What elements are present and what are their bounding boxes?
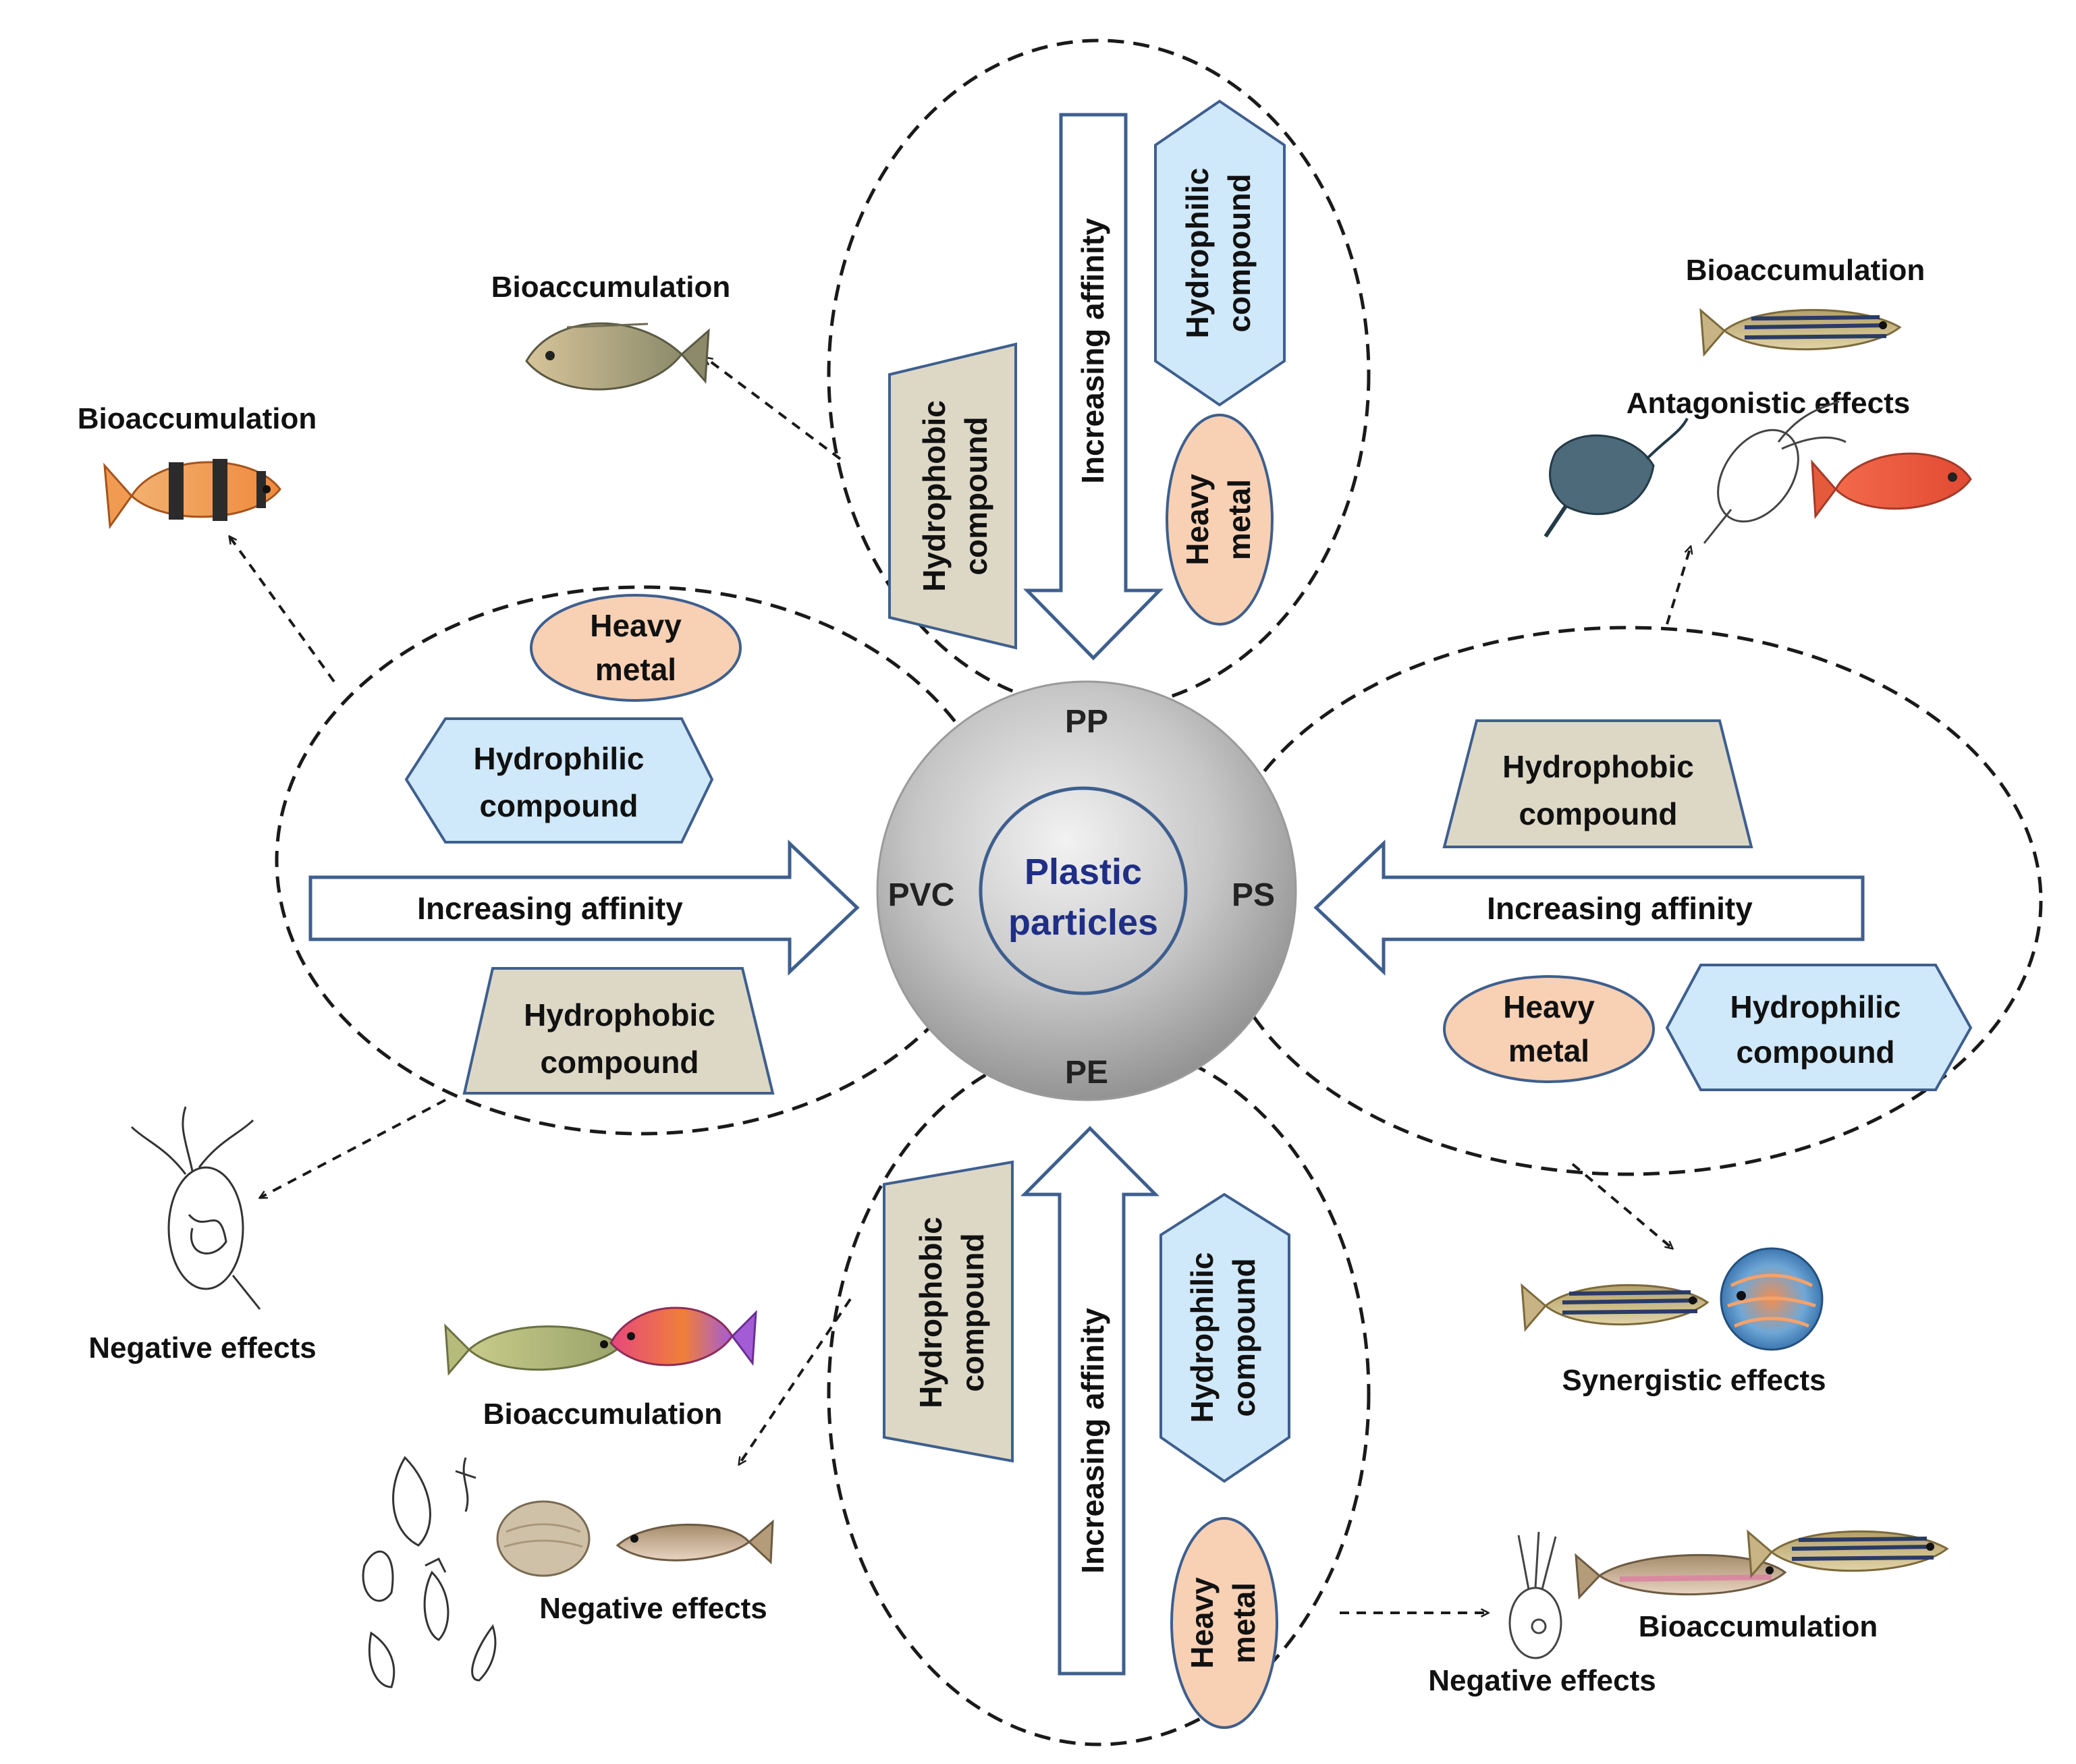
- pvc-heavy-metal-oval: [530, 594, 742, 702]
- pvc-group: Increasing affinity Heavy metal Hydrophi…: [308, 594, 860, 1095]
- fish-icon: [1575, 1553, 1787, 1600]
- center-label-line1: Plastic: [1025, 852, 1142, 892]
- ps-hydrophilic-line2: compound: [1736, 1035, 1894, 1070]
- fish-icon: [103, 459, 281, 530]
- pe-heavy-metal-line1: Heavy: [1184, 1577, 1220, 1669]
- pvc-heavy-metal-line1: Heavy: [590, 608, 682, 643]
- pvc-hydrophilic-line2: compound: [479, 788, 638, 823]
- pe-affinity-arrow: [1020, 1126, 1159, 1676]
- ps-affinity-arrow: [1313, 839, 1865, 976]
- pe-hydrophilic-line2: compound: [1226, 1258, 1261, 1416]
- link-ps-antagonistic: [1666, 547, 1691, 625]
- pvc-hydrophobic-line1: Hydrophobic: [524, 997, 715, 1032]
- pe-hydrophilic-line1: Hydrophilic: [1184, 1252, 1220, 1423]
- ps-antagonistic-label: Antagonistic effects: [1627, 387, 1911, 420]
- fish-icon: [616, 1519, 774, 1565]
- pe-hydrophobic-box: [883, 1160, 1014, 1463]
- pvc-hydrophilic-line1: Hydrophilic: [473, 741, 644, 776]
- ps-heavy-metal-oval: [1443, 975, 1655, 1083]
- link-pvc-bioaccumulation: [229, 536, 335, 683]
- fish-icon: [1699, 308, 1902, 357]
- polymer-pp-label: PP: [1065, 704, 1108, 740]
- pvc-bioaccumulation-label: Bioaccumulation: [78, 402, 317, 435]
- ps-group: Increasing affinity Hydrophobic compound…: [1313, 719, 1973, 1091]
- pvc-negative-label: Negative effects: [88, 1331, 316, 1365]
- ps-heavy-metal-line1: Heavy: [1503, 989, 1595, 1024]
- pe-bioaccumulation-right-label: Bioaccumulation: [1639, 1610, 1878, 1643]
- pe-negative-right-label: Negative effects: [1428, 1664, 1656, 1697]
- center-inner-circle: [979, 786, 1188, 995]
- pp-affinity-arrow: [1023, 113, 1164, 661]
- link-ps-synergistic: [1571, 1163, 1672, 1248]
- ps-hydrophilic-box: [1665, 964, 1973, 1091]
- center-sphere: [876, 680, 1297, 1101]
- link-pp-bioaccumulation: [705, 358, 842, 460]
- ps-hydrophobic-line2: compound: [1519, 796, 1677, 831]
- pe-hydrophobic-line1: Hydrophobic: [913, 1217, 948, 1408]
- protozoa-icon: [362, 1456, 497, 1688]
- polymer-pe-label: PE: [1065, 1055, 1108, 1091]
- pp-heavy-metal-line2: metal: [1222, 479, 1257, 560]
- pvc-hydrophobic-line2: compound: [540, 1045, 699, 1080]
- pp-hydrophilic-line2: compound: [1222, 173, 1257, 332]
- fish-icon: [1521, 1283, 1710, 1332]
- pvc-affinity-label: Increasing affinity: [417, 891, 683, 926]
- pe-group: Increasing affinity Hydrophobic compound…: [883, 1126, 1290, 1729]
- fish-icon: [1747, 1529, 1949, 1578]
- pp-hydrophilic-box: [1154, 99, 1286, 407]
- fish-icon: [444, 1323, 623, 1376]
- polymer-ps-label: PS: [1232, 877, 1275, 913]
- pp-heavy-metal-line1: Heavy: [1180, 474, 1215, 566]
- link-pvc-negative: [260, 1099, 446, 1199]
- ps-hydrophobic-box: [1442, 719, 1753, 848]
- pp-affinity-label: Increasing affinity: [1075, 218, 1110, 484]
- pe-negative-left-label: Negative effects: [539, 1592, 767, 1625]
- zooplankton-icon: [130, 1106, 261, 1310]
- zooplankton-icon: [1544, 418, 1689, 538]
- fish-icon: [1811, 452, 1972, 520]
- pp-group: Increasing affinity Hydrophobic compound…: [888, 99, 1286, 661]
- pp-heavy-metal-oval: [1166, 414, 1274, 626]
- fish-icon: [609, 1306, 757, 1367]
- pe-affinity-label: Increasing affinity: [1075, 1308, 1110, 1574]
- ps-bioaccumulation-label: Bioaccumulation: [1686, 254, 1925, 287]
- fish-icon: [525, 322, 710, 391]
- pe-heavy-metal-oval: [1170, 1517, 1278, 1729]
- ps-affinity-label: Increasing affinity: [1487, 891, 1753, 926]
- pvc-hydrophilic-box: [404, 717, 714, 844]
- pe-heavy-metal-line2: metal: [1226, 1582, 1261, 1663]
- pe-hydrophobic-line2: compound: [955, 1233, 990, 1391]
- ps-hydrophilic-line1: Hydrophilic: [1730, 989, 1901, 1024]
- pe-bioaccumulation-left-label: Bioaccumulation: [483, 1398, 723, 1431]
- pp-bioaccumulation-label: Bioaccumulation: [491, 271, 731, 304]
- pp-hydrophobic-line1: Hydrophobic: [917, 400, 952, 592]
- pp-hydrophobic-box: [888, 342, 1017, 650]
- center-label-line2: particles: [1008, 902, 1158, 943]
- pe-hydrophilic-box: [1159, 1192, 1290, 1483]
- pp-hydrophobic-line2: compound: [958, 416, 993, 575]
- zooplankton-icon: [1703, 400, 1847, 544]
- ps-hydrophobic-line1: Hydrophobic: [1502, 749, 1694, 784]
- pvc-affinity-arrow: [308, 839, 860, 976]
- pvc-heavy-metal-line2: metal: [595, 652, 676, 687]
- clam-icon: [496, 1500, 591, 1577]
- pp-hydrophilic-line1: Hydrophilic: [1180, 167, 1215, 338]
- polymer-pvc-label: PVC: [888, 877, 955, 913]
- ciliate-icon: [1508, 1531, 1562, 1659]
- ps-heavy-metal-line2: metal: [1508, 1033, 1589, 1068]
- ps-synergistic-label: Synergistic effects: [1562, 1364, 1826, 1397]
- pvc-hydrophobic-box: [462, 967, 775, 1095]
- fish-icon: [1720, 1247, 1824, 1351]
